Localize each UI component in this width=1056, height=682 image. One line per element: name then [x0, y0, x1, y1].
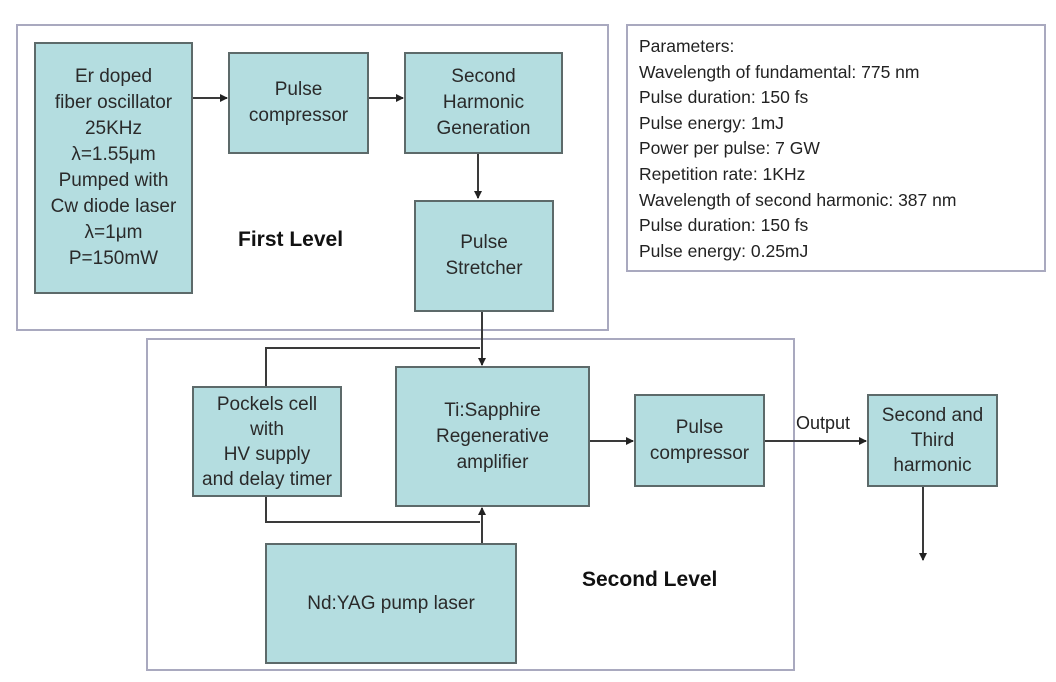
block-line: Harmonic	[442, 92, 525, 113]
second-level-label: Second Level	[582, 568, 718, 591]
first-level-frame	[16, 24, 609, 331]
block-line: and delay timer	[202, 468, 332, 490]
block-line: Nd:YAG pump laser	[307, 592, 475, 614]
parameter-line: Wavelength of second harmonic: 387 nm	[639, 189, 957, 210]
block-line: Second	[451, 66, 516, 87]
parameter-line: Pulse duration: 150 fs	[639, 215, 809, 236]
block-line: amplifier	[456, 451, 529, 473]
wire-pockels-top	[265, 347, 480, 386]
er-doped-oscillator-block: Er doped fiber oscillator 25KHz λ=1.55μm…	[34, 42, 193, 294]
parameter-line: Repetition rate: 1KHz	[639, 163, 806, 184]
second-level-frame	[146, 338, 795, 671]
nd-yag-pump-laser-block: Nd:YAG pump laser	[265, 543, 517, 664]
parameters-title: Parameters:	[639, 36, 735, 56]
block-line: Stretcher	[445, 258, 523, 279]
block-line: compressor	[649, 442, 750, 464]
block-line: Pockels cell	[216, 393, 318, 415]
block-line: 25KHz	[84, 118, 143, 139]
parameters-panel: Parameters: Wavelength of fundamental: 7…	[626, 24, 1046, 272]
block-line: Second and	[881, 405, 984, 426]
output-label: Output	[796, 413, 851, 433]
pulse-stretcher-block: Pulse Stretcher	[414, 200, 554, 312]
pockels-cell-block: Pockels cell with HV supply and delay ti…	[192, 386, 342, 497]
block-line: Er doped	[74, 66, 153, 87]
block-line: fiber oscillator	[54, 92, 173, 113]
block-line: P=150mW	[68, 248, 159, 269]
pulse-compressor-block-1: Pulse compressor	[228, 52, 369, 154]
block-line: harmonic	[893, 455, 972, 476]
block-line: Pulse	[675, 416, 724, 438]
block-line: compressor	[248, 105, 349, 126]
block-line: λ=1μm	[84, 222, 143, 243]
pulse-compressor-block-2: Pulse compressor	[634, 394, 765, 487]
parameter-line: Power per pulse: 7 GW	[639, 138, 820, 159]
block-line: Ti:Sapphire	[444, 399, 541, 421]
block-line: λ=1.55μm	[71, 144, 156, 165]
block-line: Cw diode laser	[50, 196, 177, 217]
parameter-line: Wavelength of fundamental: 775 nm	[639, 61, 920, 82]
block-line: Pulse	[274, 79, 323, 100]
block-line: HV supply	[223, 443, 311, 465]
second-third-harmonic-block: Second and Third harmonic	[867, 394, 998, 487]
second-harmonic-generation-block: Second Harmonic Generation	[404, 52, 563, 154]
block-line: Third	[910, 430, 955, 451]
ti-sapphire-regenerative-amplifier-block: Ti:Sapphire Regenerative amplifier	[395, 366, 590, 507]
block-line: Pulse	[460, 232, 508, 253]
block-line: with	[250, 418, 284, 440]
wire-pockels-bottom	[265, 497, 480, 523]
parameter-line: Pulse energy: 1mJ	[639, 112, 784, 133]
first-level-label: First Level	[238, 228, 344, 251]
block-line: Regenerative	[435, 425, 550, 447]
block-line: Generation	[436, 118, 531, 139]
block-line: Pumped with	[58, 170, 169, 191]
parameter-line: Pulse energy: 0.25mJ	[639, 240, 809, 261]
parameter-line: Pulse duration: 150 fs	[639, 87, 809, 108]
